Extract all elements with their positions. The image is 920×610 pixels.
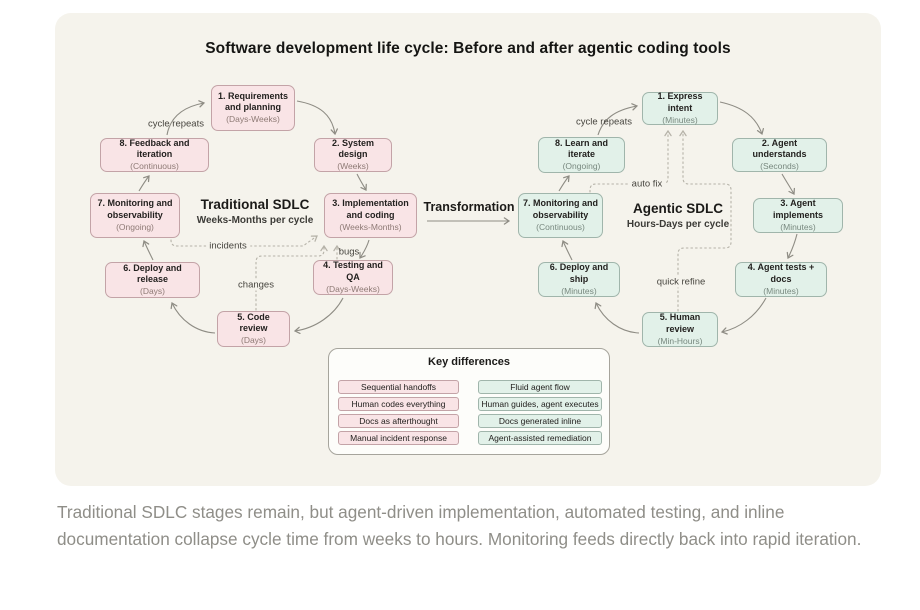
figure-caption: Traditional SDLC stages remain, but agen… [57,502,862,549]
stage-agentic-1-express-intent: 1. Express intent (Minutes) [642,91,718,125]
stage-traditional-3-implementation: 3. Implementation and coding (Weeks-Mont… [324,193,417,238]
key-differences-title: Key differences [428,356,510,368]
annotation-cycle-repeats-agentic: cycle repeats [576,116,632,128]
annotation-auto-fix: auto fix [628,178,666,190]
stage-traditional-6-deploy: 6. Deploy and release (Days) [105,262,200,298]
diagram-title: Software development life cycle: Before … [205,40,731,57]
keydiff-after-fluid-agent-flow: Fluid agent flow [478,380,602,394]
keydiff-after-agent-assisted-remediation: Agent-assisted remediation [478,431,602,445]
stage-agentic-4-agent-tests-docs: 4. Agent tests + docs (Minutes) [735,262,827,297]
stage-traditional-8-feedback: 8. Feedback and iteration (Continuous) [100,138,209,172]
agentic-cycle-title: Agentic SDLC [632,201,724,216]
stage-traditional-4-testing: 4. Testing and QA (Days-Weeks) [313,260,393,295]
stage-agentic-6-deploy-ship: 6. Deploy and ship (Minutes) [538,262,620,297]
annotation-quick-refine: quick refine [653,276,709,288]
annotation-changes: changes [235,279,277,291]
stage-agentic-7-monitoring: 7. Monitoring and observability (Continu… [518,193,603,238]
stage-agentic-3-agent-implements: 3. Agent implements (Minutes) [753,198,843,233]
keydiff-before-human-codes-everything: Human codes everything [338,397,459,411]
stage-agentic-5-human-review: 5. Human review (Min-Hours) [642,312,718,347]
keydiff-before-sequential-handoffs: Sequential handoffs [338,380,459,394]
stage-agentic-8-learn-iterate: 8. Learn and iterate (Ongoing) [538,137,625,173]
stage-traditional-1-requirements: 1. Requirements and planning (Days-Weeks… [211,85,295,131]
keydiff-before-docs-as-afterthought: Docs as afterthought [338,414,459,428]
keydiff-after-human-guides-agent-executes: Human guides, agent executes [478,397,602,411]
traditional-cycle-subtitle: Weeks-Months per cycle [196,215,314,226]
transformation-label: Transformation [423,200,515,214]
keydiff-before-manual-incident-response: Manual incident response [338,431,459,445]
key-differences-panel: Key differences Sequential handoffs Flui… [328,348,610,455]
keydiff-after-docs-generated-inline: Docs generated inline [478,414,602,428]
traditional-cycle-title: Traditional SDLC [200,197,310,212]
stage-agentic-2-agent-understands: 2. Agent understands (Seconds) [732,138,827,172]
annotation-incidents: incidents [206,240,250,252]
agentic-cycle-subtitle: Hours-Days per cycle [626,219,730,230]
stage-traditional-7-monitoring: 7. Monitoring and observability (Ongoing… [90,193,180,238]
stage-traditional-2-system-design: 2. System design (Weeks) [314,138,392,172]
stage-traditional-5-code-review: 5. Code review (Days) [217,311,290,347]
annotation-bugs: bugs [338,246,360,258]
annotation-cycle-repeats-traditional: cycle repeats [148,118,204,130]
